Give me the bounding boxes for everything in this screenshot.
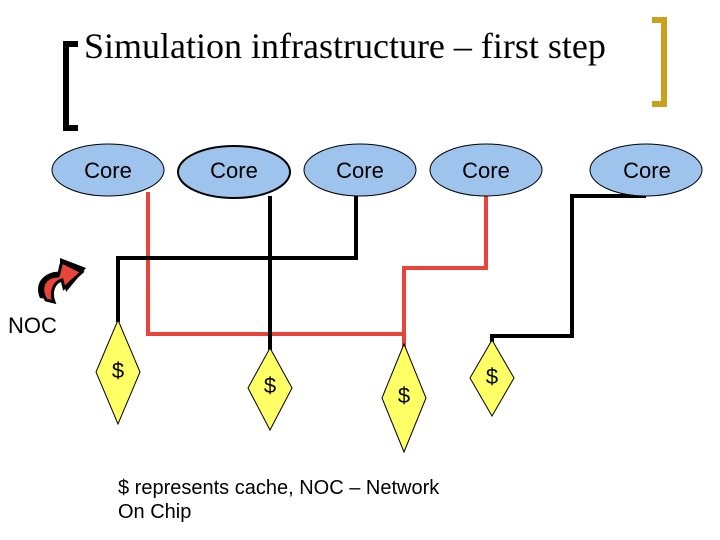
slide-title: Simulation infrastructure – first step	[84, 26, 606, 66]
cache-node-3	[381, 342, 427, 454]
cache-node-2	[247, 346, 293, 432]
noc-label: NOC	[8, 313, 57, 338]
wire-core5-to-cache4	[490, 194, 646, 342]
cache-label-4: $	[485, 364, 499, 389]
wire-core4-to-red-bus	[402, 194, 488, 334]
cache-label-2: $	[263, 373, 277, 398]
core-node-1	[51, 143, 165, 197]
core-label-4: Core	[462, 158, 510, 183]
core-label-3: Core	[336, 158, 384, 183]
wire-core1-to-cache3	[146, 192, 406, 350]
curved-arrow-icon	[38, 258, 86, 305]
title-bracket-left	[63, 41, 78, 131]
cache-node-4	[469, 339, 515, 417]
core-node-5	[589, 143, 703, 197]
wire-core3-to-cache1	[116, 194, 358, 322]
cache-label-3: $	[397, 383, 411, 408]
cache-node-1	[95, 318, 141, 426]
cache-label-1: $	[111, 358, 125, 383]
legend-text: $ represents cache, NOC – Network On Chi…	[118, 477, 440, 523]
core-node-2	[177, 145, 291, 199]
core-label-5: Core	[623, 158, 671, 183]
core-label-1: Core	[84, 158, 132, 183]
core-node-4	[429, 143, 543, 197]
title-bracket-right	[652, 17, 667, 107]
core-label-2: Core	[210, 158, 258, 183]
core-node-3	[303, 143, 417, 197]
